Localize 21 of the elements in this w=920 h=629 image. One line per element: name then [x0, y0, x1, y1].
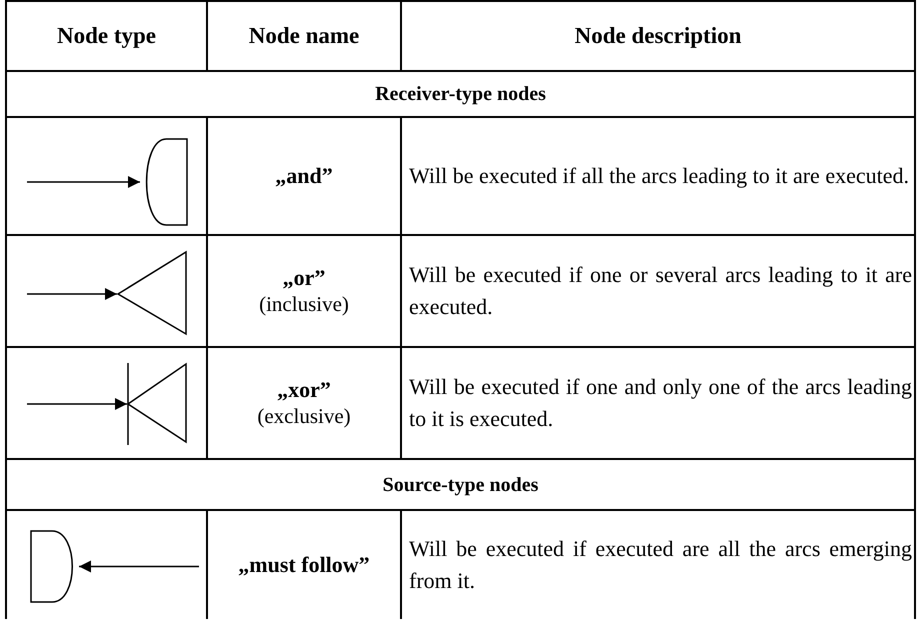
- barred-triangle-symbol: [127, 362, 187, 446]
- node-name: „must follow”: [237, 552, 371, 578]
- triangle-symbol: [117, 250, 187, 338]
- arrow: [27, 176, 140, 188]
- arrow: [79, 560, 199, 572]
- column-header: Node name: [248, 22, 360, 50]
- node-qualifier: (exclusive): [257, 404, 351, 429]
- node-qualifier: (inclusive): [259, 292, 349, 317]
- node-name: „xor”: [276, 377, 332, 404]
- arrow: [27, 288, 117, 300]
- node-name: „and”: [274, 162, 334, 190]
- section-heading: Receiver-type nodes: [375, 82, 546, 107]
- section-heading: Source-type nodes: [382, 472, 538, 498]
- node-name: „or”: [282, 265, 326, 292]
- node-description: Will be executed if executed are all the arcs emerging from it.: [409, 535, 912, 595]
- arrow: [27, 398, 127, 410]
- column-header: Node type: [56, 22, 156, 50]
- column-header: Node description: [574, 22, 742, 50]
- node-description: Will be executed if all the arcs leading to it are executed.: [409, 162, 909, 190]
- node-description: Will be executed if one and only one of the arcs leading to it is executed.: [409, 373, 912, 433]
- node-description: Will be executed if one or several arcs leading to it are executed.: [409, 261, 912, 321]
